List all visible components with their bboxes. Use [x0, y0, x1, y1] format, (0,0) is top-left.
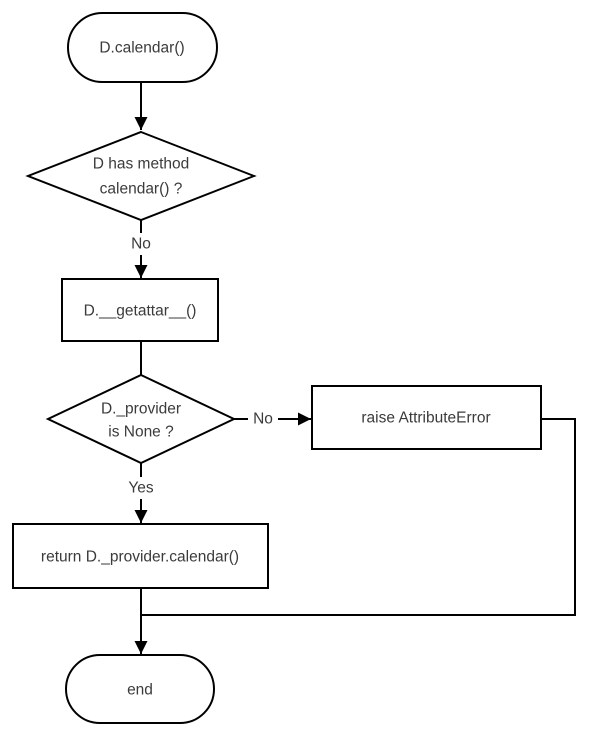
node-check-provider-decision	[45, 373, 237, 465]
node-return-process	[12, 523, 269, 589]
node-check-provider-label-line1: D._provider	[101, 401, 181, 418]
node-start-terminator	[67, 12, 218, 83]
node-raise-error-label: raise AttributeError	[361, 410, 490, 427]
node-return-label: return D._provider.calendar()	[41, 549, 239, 566]
node-check-method-label-line1: D has method	[93, 156, 190, 173]
edge-raise-to-end	[141, 418, 576, 616]
edge-labels: No No Yes	[124, 233, 278, 499]
node-end-terminator	[65, 654, 215, 724]
edge-label-check-method-no: No	[131, 236, 151, 253]
node-end-label: end	[127, 682, 153, 699]
edge-label-check-provider-no: No	[253, 411, 273, 428]
node-check-method-label-line2: calendar() ?	[100, 181, 183, 198]
node-getattr-process	[61, 278, 219, 342]
edge-label-check-provider-yes: Yes	[128, 480, 154, 497]
node-start-label: D.calendar()	[99, 40, 184, 57]
nodes: D.calendar() D has method calendar() ? D…	[12, 12, 542, 724]
edge-label-background	[124, 477, 158, 499]
edge-label-background	[126, 233, 156, 255]
edge-label-background	[248, 408, 278, 430]
node-raise-error-process	[311, 385, 542, 450]
node-check-provider-label-line2: is None ?	[108, 424, 174, 441]
node-getattr-label: D.__getattar__()	[84, 303, 197, 320]
node-check-method-decision	[25, 130, 257, 222]
